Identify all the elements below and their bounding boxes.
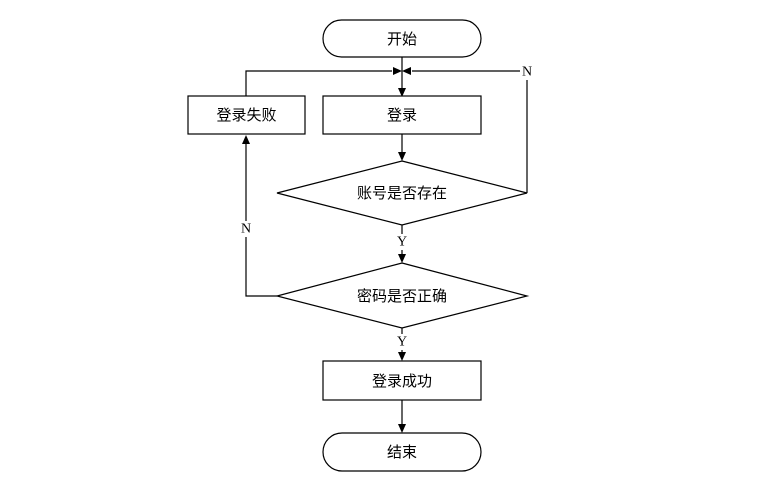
password-yes-label: Y: [397, 335, 407, 350]
login-failed-box: [187, 95, 306, 135]
password-yes-label-bg: [395, 334, 409, 350]
account-exists-decision: [276, 160, 528, 226]
end-terminator: [322, 432, 482, 472]
login-failed-label: 登录失败: [216, 106, 276, 124]
account-no-label: N: [522, 65, 532, 80]
login-box: [322, 95, 482, 135]
login-success-box: [322, 360, 482, 401]
edge-login-failed-loop: [245, 70, 392, 96]
password-no-label-bg: [239, 221, 253, 237]
account-yes-label-bg: [395, 234, 409, 250]
account-exists-label: 账号是否存在: [357, 184, 447, 202]
arrowhead-into-login-failed: [242, 135, 250, 144]
start-label: 开始: [387, 30, 417, 48]
login-success-label: 登录成功: [372, 372, 432, 390]
login-label: 登录: [387, 106, 417, 124]
password-no-label: N: [241, 222, 251, 237]
account-yes-label: Y: [397, 235, 407, 250]
arrowhead-into-login: [398, 88, 406, 97]
account-no-label-bg: [520, 64, 534, 80]
arrowhead-into-password-check: [398, 254, 406, 263]
password-correct-label: 密码是否正确: [357, 287, 447, 305]
arrowhead-login-failed-into-merge: [393, 67, 402, 75]
edge-password-no: [245, 142, 277, 297]
arrowhead-into-end: [398, 424, 406, 433]
start-terminator: [322, 19, 482, 58]
password-correct-decision: [274, 262, 530, 329]
end-label: 结束: [387, 443, 417, 461]
arrowhead-into-login-success: [398, 352, 406, 361]
arrowhead-account-no-into-merge: [402, 67, 411, 75]
arrowhead-into-account-check: [398, 152, 406, 161]
